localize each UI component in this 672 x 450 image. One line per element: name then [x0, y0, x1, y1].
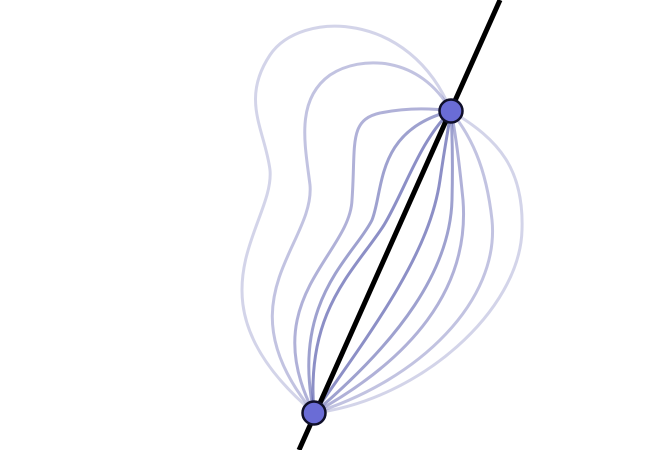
curve-left-4: [307, 109, 452, 414]
curve-family-left: [240, 24, 453, 415]
curve-right-3: [313, 110, 466, 415]
curve-right-1: [313, 109, 524, 415]
curve-left-1: [240, 24, 453, 415]
curve-left-3: [293, 107, 452, 414]
point-lower[interactable]: [301, 400, 327, 426]
straight-line: [296, 0, 503, 450]
curve-right-5: [312, 110, 453, 414]
point-upper[interactable]: [438, 98, 464, 124]
curve-left-5: [311, 109, 453, 414]
curve-right-2: [313, 110, 495, 415]
curve-right-4: [313, 110, 454, 415]
curve-family-right: [312, 109, 524, 415]
curve-left-2: [270, 61, 453, 414]
